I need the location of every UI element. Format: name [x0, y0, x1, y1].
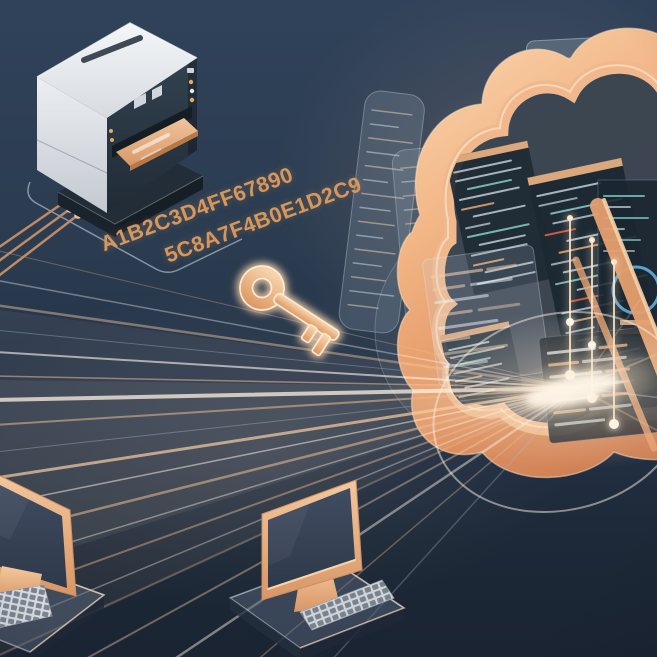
platform-side [300, 608, 404, 657]
screen [268, 488, 355, 589]
printer-base-side-right [115, 176, 203, 237]
printer-base-side-left [58, 192, 115, 237]
desktop-computer-left [0, 475, 106, 657]
printer-base-rim [57, 175, 204, 225]
platform-side [30, 595, 104, 657]
monitor [261, 479, 363, 601]
printer-base-outline [27, 181, 243, 273]
keyboard [0, 584, 53, 628]
keyboard [299, 579, 395, 631]
screen [0, 485, 67, 588]
paper-tray [116, 118, 198, 171]
paper-feed-slot [81, 35, 143, 63]
orbit-ring [432, 310, 657, 514]
control-button [152, 85, 162, 100]
monitor [0, 475, 77, 597]
printer-cables [0, 199, 82, 277]
printer-illustration [0, 22, 243, 277]
indicator-lights [109, 68, 195, 142]
printer-body [36, 22, 198, 213]
platform-edge-highlight [299, 559, 406, 649]
control-button [134, 93, 146, 109]
platform-side-left [230, 598, 300, 657]
desktop-computer-center [229, 479, 406, 657]
